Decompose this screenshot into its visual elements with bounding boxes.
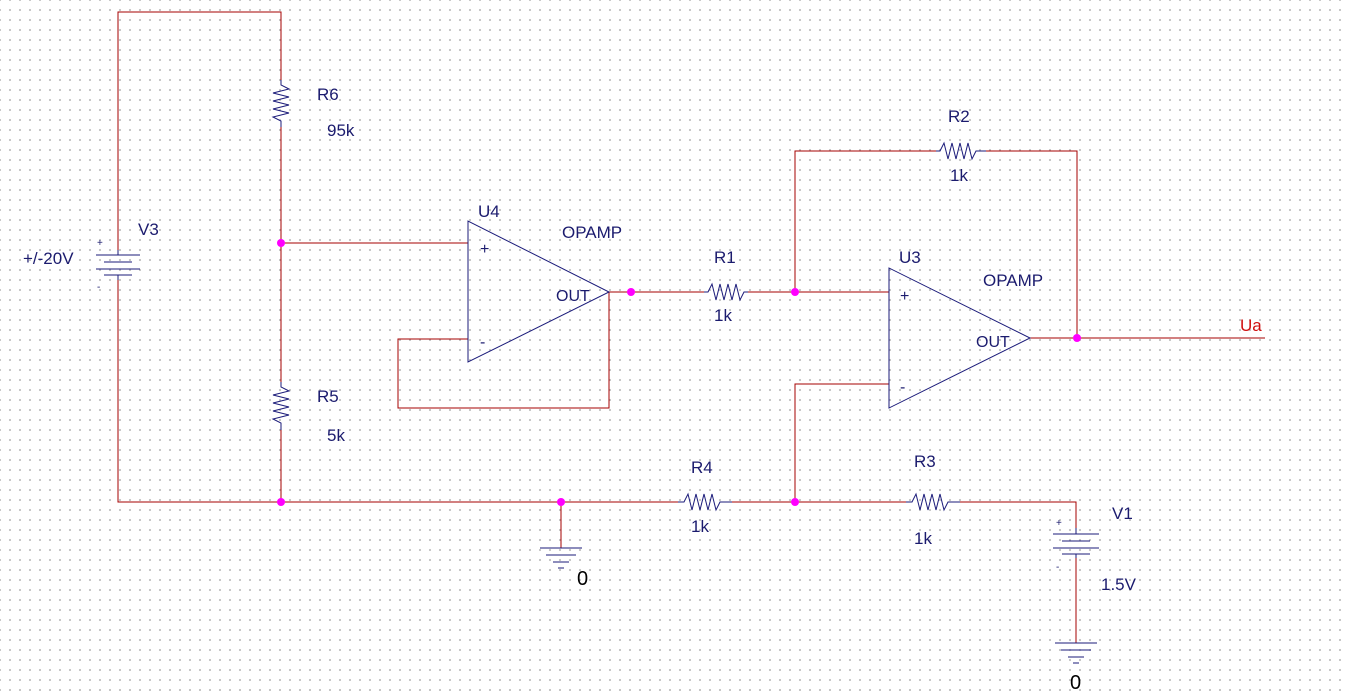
battery-v1[interactable]: + - V1 1.5V [1053, 504, 1137, 594]
r4-ref-label: R4 [691, 458, 713, 477]
resistor-r6[interactable]: R6 95k [271, 80, 355, 140]
wire-u4-feedback [397, 292, 610, 409]
r5-value-label: 5k [327, 426, 345, 445]
junctions [277, 239, 1081, 506]
u4-out-pin: OUT [556, 288, 590, 305]
v3-minus-sign: - [97, 282, 100, 293]
resistor-r5[interactable]: R5 5k [271, 382, 345, 445]
r3-value-label: 1k [914, 529, 932, 548]
wire-u3-minus [794, 383, 889, 502]
junction-divider [277, 239, 285, 247]
r2-ref-label: R2 [948, 107, 970, 126]
opamp-u3[interactable]: + - OUT U3 OPAMP [888, 248, 1043, 409]
u3-minus-pin: - [900, 379, 905, 396]
r1-ref-label: R1 [714, 248, 736, 267]
u3-type-label: OPAMP [983, 271, 1043, 290]
junction-u3-minus [791, 498, 799, 506]
r4-value-label: 1k [691, 517, 709, 536]
junction-r5-bus [277, 498, 285, 506]
wire-r3-v1 [960, 501, 1077, 528]
r6-ref-label: R6 [317, 85, 339, 104]
r2-value-label: 1k [950, 166, 968, 185]
r3-ref-label: R3 [914, 452, 936, 471]
resistor-r2[interactable]: R2 1k [936, 107, 986, 185]
ground-symbol-2[interactable]: 0 [1055, 642, 1097, 691]
v1-plus-sign: + [1056, 518, 1062, 529]
u4-plus-pin: + [480, 241, 489, 258]
junction-output [1073, 334, 1081, 342]
resistor-r1[interactable]: R1 1k [704, 248, 748, 325]
wire-r2-right [986, 150, 1078, 338]
u3-out-pin: OUT [976, 334, 1010, 351]
v1-minus-sign: - [1056, 562, 1059, 573]
v3-plus-sign: + [97, 238, 103, 249]
r5-ref-label: R5 [317, 387, 339, 406]
r6-value-label: 95k [327, 121, 355, 140]
battery-v3[interactable]: + - V3 +/-20V [23, 220, 159, 293]
v1-value-label: 1.5V [1101, 575, 1137, 594]
v1-ref-label: V1 [1112, 504, 1133, 523]
junction-ground [557, 498, 565, 506]
opamp-u4[interactable]: + - OUT U4 OPAMP [467, 202, 622, 363]
u3-plus-pin: + [900, 288, 909, 305]
resistor-r4[interactable]: R4 1k [678, 458, 732, 536]
wire-r2-left [794, 150, 936, 292]
junction-u4-out [627, 288, 635, 296]
ground-symbol-1[interactable]: 0 [540, 547, 588, 590]
u4-type-label: OPAMP [562, 223, 622, 242]
ground-label-1: 0 [577, 568, 588, 590]
wire-ground-bus [117, 280, 678, 503]
u4-ref-label: U4 [478, 202, 500, 221]
wires [117, 11, 1265, 643]
v3-ref-label: V3 [138, 220, 159, 239]
v3-value-label: +/-20V [23, 249, 74, 268]
u4-minus-pin: - [480, 334, 485, 351]
resistor-r3[interactable]: R3 1k [906, 452, 960, 548]
junction-u3-plus [791, 288, 799, 296]
net-label-ua[interactable]: Ua [1240, 316, 1262, 335]
ground-label-2: 0 [1070, 672, 1081, 691]
wire-top-loop [117, 11, 282, 250]
r1-value-label: 1k [714, 306, 732, 325]
u3-ref-label: U3 [899, 248, 921, 267]
